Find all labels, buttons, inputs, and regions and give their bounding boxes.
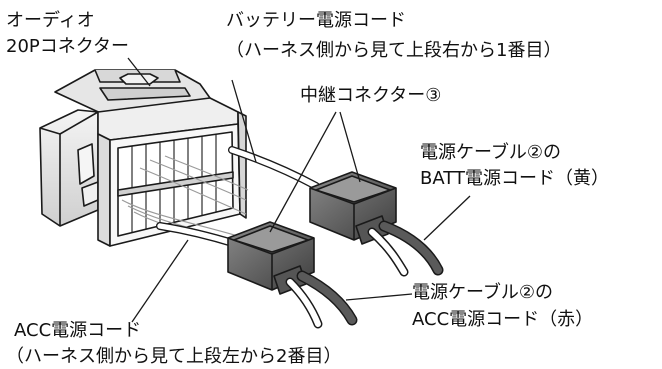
acc-cord-label-line1: ACC電源コード [14,320,142,341]
battery-power-cord [228,146,320,190]
leader-relay-upper [339,111,361,183]
acc-cord-label-line2: （ハーネス側から見て上段左から2番目） [6,346,342,367]
leader-acc-cord [131,239,189,323]
acc-cable-label-line2: ACC電源コード（赤） [412,309,594,330]
batt-cable-label-line2: BATT電源コード（黄） [420,168,609,189]
battery-cord-label-line2: （ハーネス側から見て上段右から1番目） [226,40,562,61]
leader-acc-cable [345,293,413,301]
audio-connector-label-line1: オーディオ [6,10,95,31]
leader-batt-cable [423,195,471,241]
relay-connector-label: 中継コネクター③ [300,85,442,106]
audio-connector-label-line2: 20Pコネクター [6,36,130,57]
leader-lines [127,57,471,323]
batt-cable-yellow [367,220,444,277]
batt-cable-label-line1: 電源ケーブル②の [420,142,562,163]
battery-cord-label-line1: バッテリー電源コード [226,10,406,31]
leader-relay-lower [269,111,337,233]
relay-connector-upper [309,171,397,245]
acc-cable-label-line1: 電源ケーブル②の [412,282,554,303]
leader-audio-connector [127,57,151,87]
acc-cable-red [285,270,358,329]
audio-20p-connector [39,69,247,247]
relay-connector-lower [227,221,315,295]
acc-power-cord [156,222,240,248]
leader-battery-cord [231,79,257,163]
